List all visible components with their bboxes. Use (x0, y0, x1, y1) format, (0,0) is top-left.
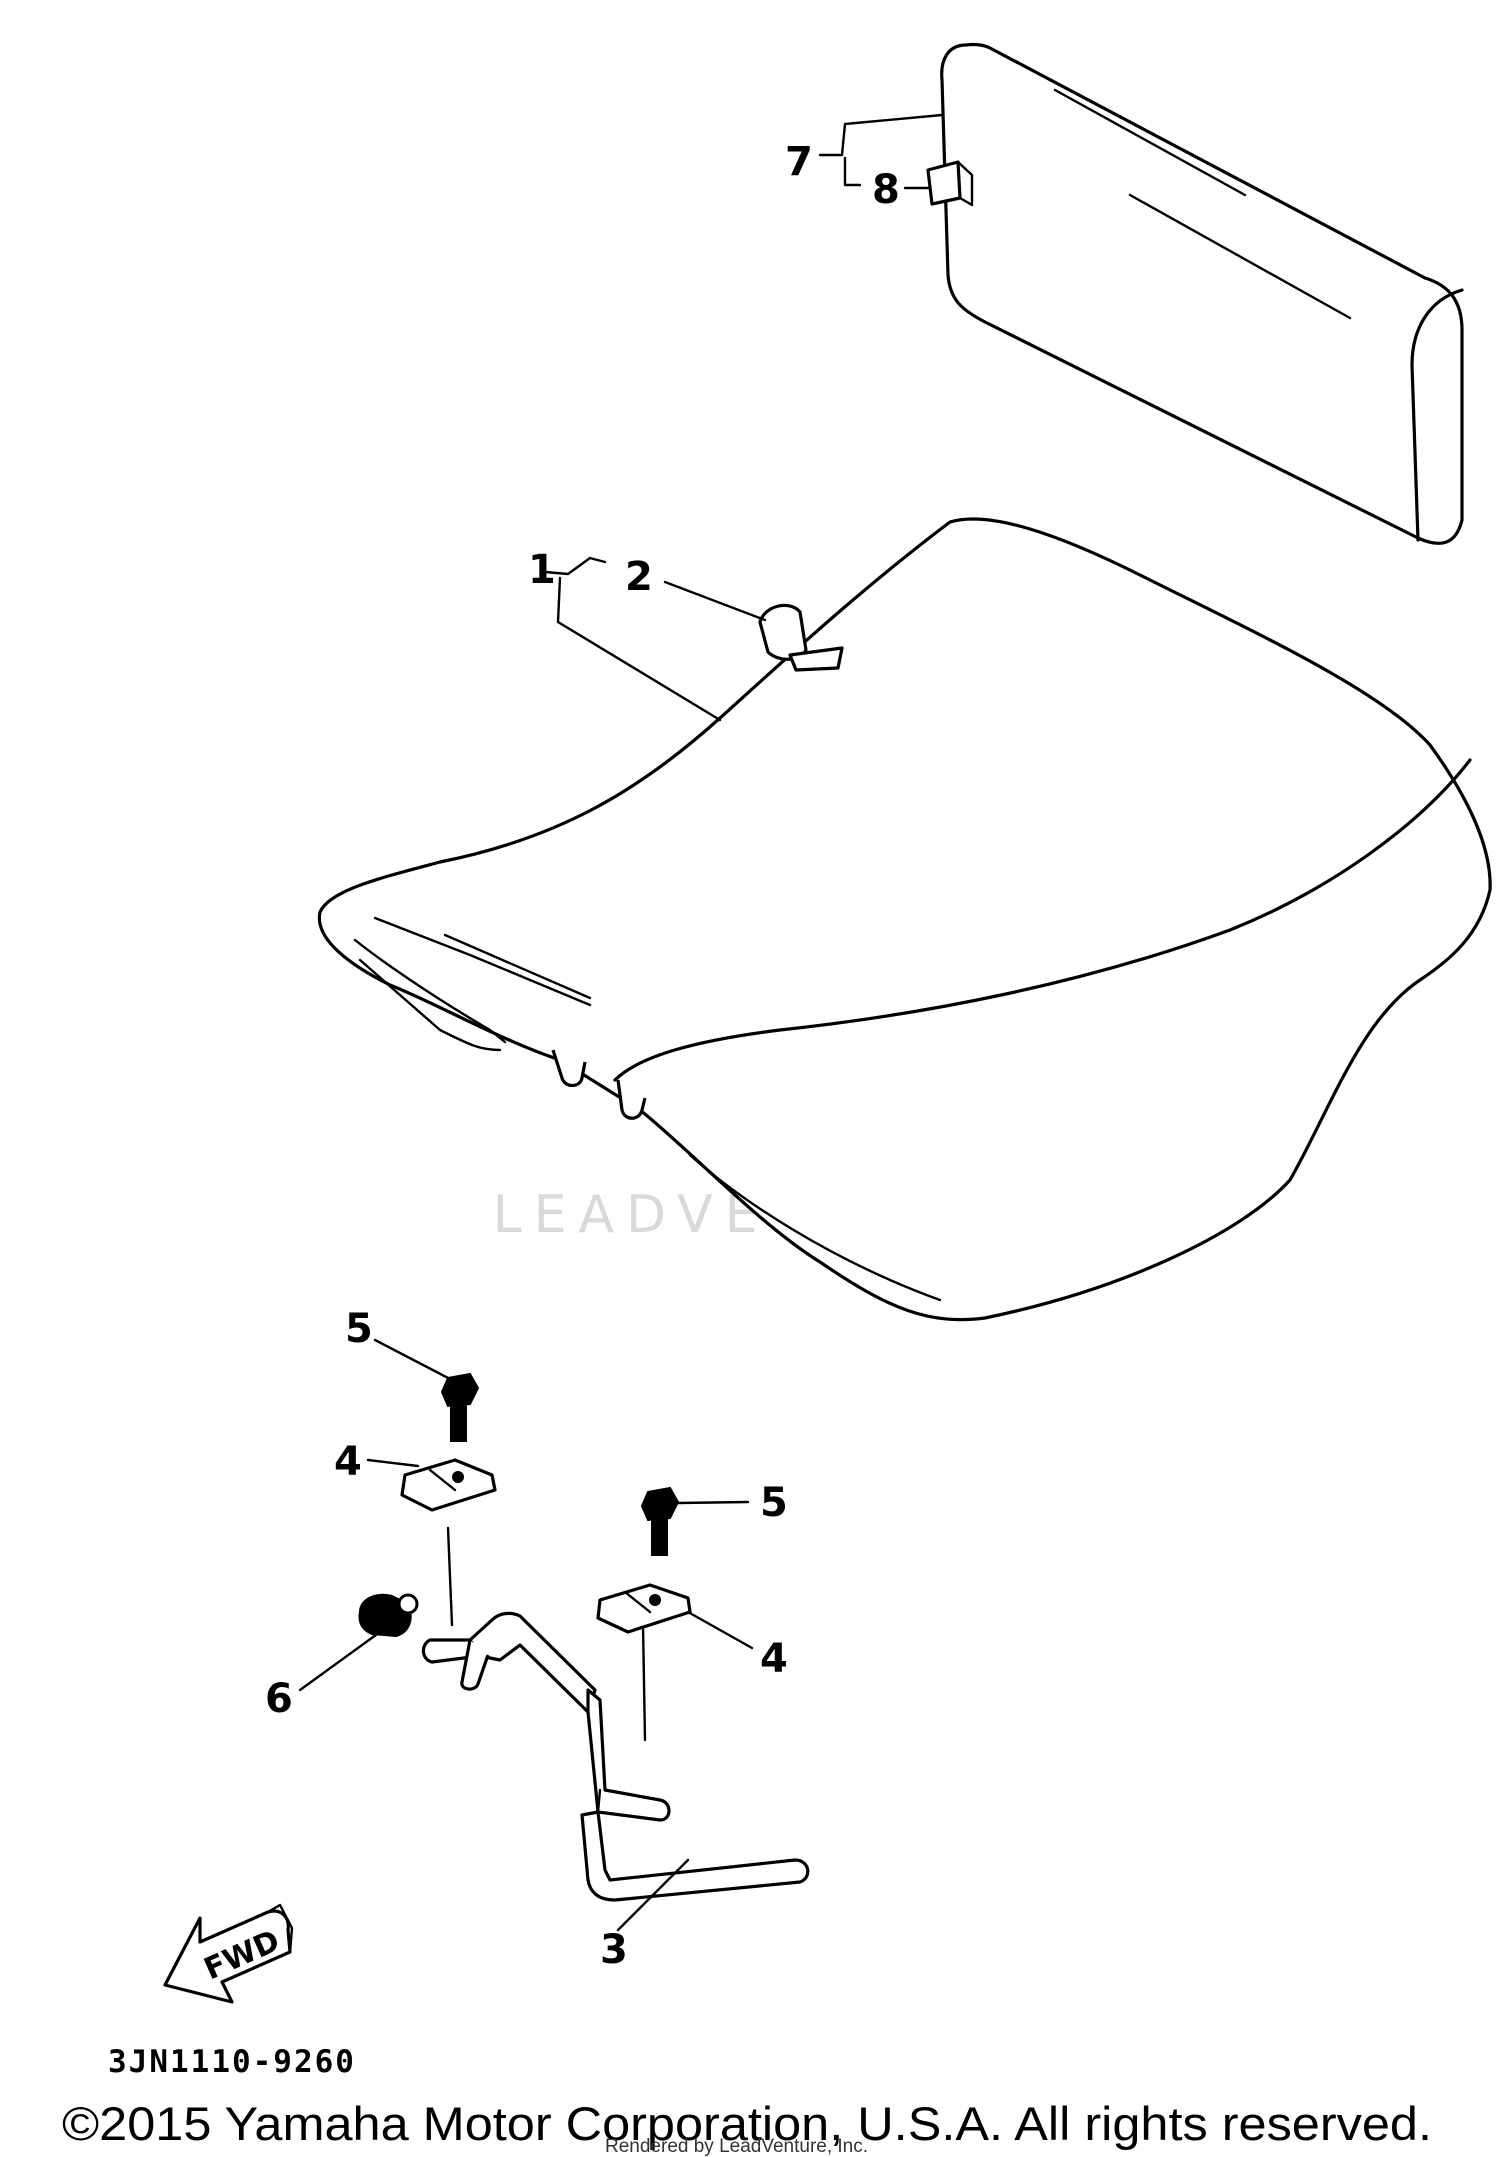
callout-labels: 1 2 3 4 4 5 5 6 7 8 (265, 139, 900, 1973)
strap-2 (758, 603, 844, 672)
callout-5b: 5 (760, 1480, 788, 1526)
callout-6: 6 (265, 1676, 293, 1722)
callout-3: 3 (600, 1927, 628, 1973)
copyright-notice: ©2015 Yamaha Motor Corporation, U.S.A. A… (62, 2097, 1432, 2150)
nut-6 (358, 1593, 419, 1638)
bracket-plate-4a (400, 1458, 497, 1512)
bolt-5b (640, 1486, 680, 1556)
callout-1: 1 (528, 547, 556, 593)
bolt-5a (440, 1372, 480, 1442)
part-code: 3JN1110-9260 (108, 2044, 356, 2080)
rendered-by: Rendered by LeadVenture, Inc. (605, 2136, 868, 2157)
leader-lines (298, 113, 944, 1932)
callout-5a: 5 (345, 1306, 373, 1352)
callout-4b: 4 (760, 1636, 788, 1682)
callout-8: 8 (872, 167, 900, 213)
bracket-plate-4b (596, 1583, 692, 1634)
callout-7: 7 (785, 139, 813, 185)
seat-assembly (317, 517, 1492, 1322)
seat-bracket-bar (421, 1526, 810, 1902)
clip-8 (926, 160, 974, 207)
backrest-pad (940, 42, 1464, 545)
callout-2: 2 (625, 554, 653, 600)
forward-arrow-icon: FWD (163, 1903, 294, 2004)
callout-4a: 4 (334, 1439, 362, 1485)
